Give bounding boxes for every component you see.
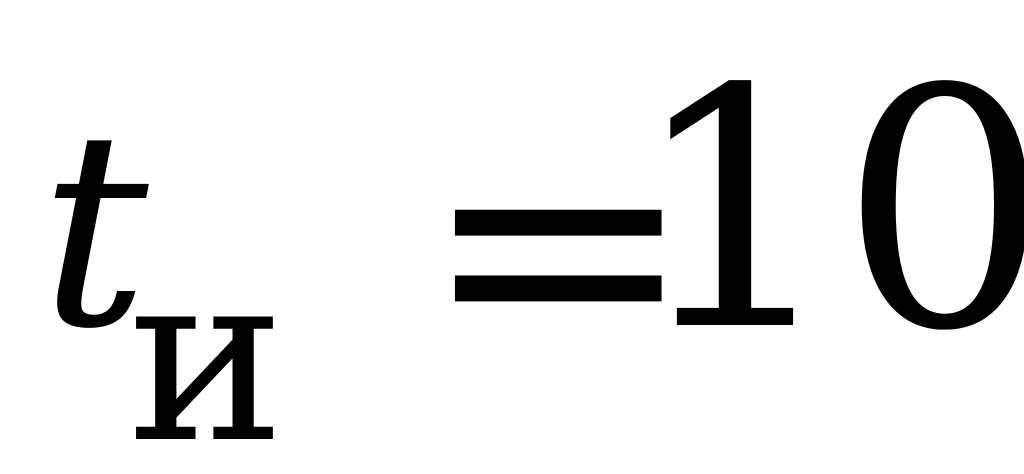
formula-value: 10: [630, 19, 1024, 403]
formula-subscript: и: [128, 220, 286, 474]
formula-variable: t: [40, 73, 149, 388]
formula-equals-sign: =: [420, 53, 697, 437]
